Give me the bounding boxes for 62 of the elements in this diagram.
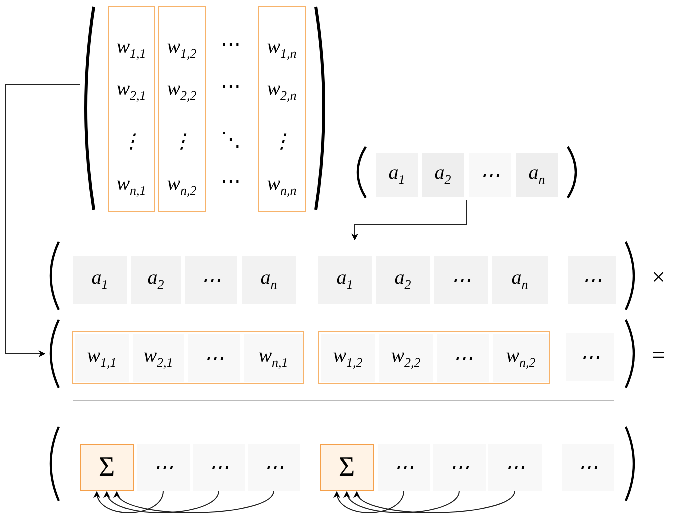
vector-cell: ⋯ bbox=[433, 444, 486, 491]
matrix-entry: w$_{n,1}$ bbox=[116, 172, 148, 199]
vector-cell: a$_{n}$ bbox=[516, 153, 558, 197]
vector-cell: a$_{1}$ bbox=[376, 153, 418, 197]
vector-cell: ⋯ bbox=[248, 444, 300, 491]
column-group-box bbox=[72, 331, 304, 384]
vector-cell: a$_{2}$ bbox=[131, 256, 181, 304]
vector-cell: ⋯ bbox=[378, 444, 430, 491]
curved-arrow bbox=[94, 490, 164, 514]
vector-cell: ⋯ bbox=[188, 334, 240, 382]
vector-cell: w$_{1,2}$ bbox=[321, 334, 375, 382]
vector-cell: w$_{2,2}$ bbox=[379, 334, 433, 382]
vector-cell: a$_{2}$ bbox=[422, 153, 464, 197]
operator-symbol: × bbox=[652, 266, 666, 290]
vector-cell: ⋯ bbox=[193, 444, 245, 491]
vector-cell: w$_{n,1}$ bbox=[244, 334, 303, 382]
matrix-entry: w$_{n,2}$ bbox=[166, 172, 198, 199]
vector-cell: ⋯ bbox=[568, 256, 616, 304]
matrix-entry: ⋯ bbox=[220, 75, 242, 100]
arrow bbox=[352, 200, 468, 241]
vector-cell: a$_{1}$ bbox=[73, 256, 127, 304]
vector-cell: a$_{n}$ bbox=[242, 256, 296, 304]
vector-cell: w$_{2,1}$ bbox=[133, 334, 184, 382]
vector-cell: a$_{n}$ bbox=[492, 256, 548, 304]
matrix-entry: w$_{2,1}$ bbox=[116, 77, 148, 104]
vector-cell: ⋯ bbox=[137, 444, 190, 491]
vector-cell: ⋯ bbox=[566, 333, 614, 381]
matrix-entry: ⋮ bbox=[120, 130, 142, 155]
vector-cell: ⋯ bbox=[434, 256, 488, 304]
vector-cell: a$_{2}$ bbox=[376, 256, 430, 304]
matrix-column-box bbox=[158, 6, 206, 212]
matrix-column-box bbox=[108, 6, 155, 212]
matrix-entry: ⋯ bbox=[220, 170, 242, 195]
vector-cell: ⋯ bbox=[562, 444, 614, 491]
matrix-entry: ⋱ bbox=[220, 128, 242, 153]
matrix-entry: w$_{1,2}$ bbox=[166, 35, 198, 62]
column-group-box bbox=[318, 331, 550, 384]
curved-arrow bbox=[346, 490, 460, 514]
vector-cell: ⋯ bbox=[488, 444, 542, 491]
matrix-column-box bbox=[258, 6, 306, 212]
matrix-entry: w$_{2,n}$ bbox=[266, 77, 298, 104]
vector-cell: ⋯ bbox=[469, 153, 511, 197]
curved-arrow bbox=[116, 490, 274, 514]
matrix-entry: w$_{1,1}$ bbox=[116, 35, 148, 62]
operator-symbol: = bbox=[652, 344, 666, 368]
matrix-entry: w$_{2,2}$ bbox=[166, 77, 198, 104]
curved-arrow bbox=[356, 490, 516, 514]
matrix-entry: ⋮ bbox=[171, 130, 193, 155]
matrix-entry: ⋯ bbox=[220, 33, 242, 58]
matrix-entry: w$_{1,n}$ bbox=[266, 35, 298, 62]
vector-cell: a$_{1}$ bbox=[318, 256, 372, 304]
vector-cell: w$_{n,2}$ bbox=[493, 334, 549, 382]
curved-arrow bbox=[106, 490, 220, 514]
curved-arrow bbox=[334, 490, 404, 514]
vector-cell: w$_{1,1}$ bbox=[75, 334, 129, 382]
sum-cell: Σ bbox=[80, 444, 134, 491]
arrow bbox=[6, 84, 80, 358]
vector-cell: ⋯ bbox=[185, 256, 237, 304]
vector-cell: ⋯ bbox=[437, 334, 489, 382]
matrix-entry: ⋮ bbox=[271, 130, 293, 155]
sum-cell: Σ bbox=[320, 444, 374, 491]
matrix-entry: w$_{n,n}$ bbox=[266, 172, 298, 199]
